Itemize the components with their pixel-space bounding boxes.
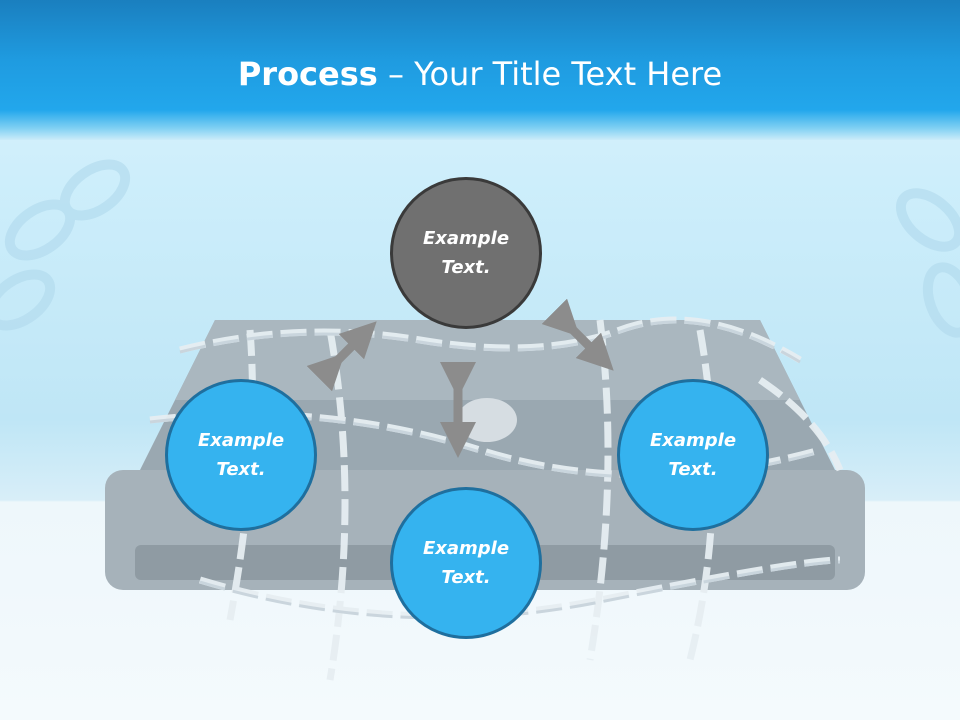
node-top-line1: Example <box>422 228 510 249</box>
node-top-line2: Text. <box>441 257 491 278</box>
node-right-line2: Text. <box>668 459 718 480</box>
node-bottom-line2: Text. <box>441 567 491 588</box>
title-bar <box>0 0 960 140</box>
node-left-line1: Example <box>197 430 285 451</box>
node-left-line2: Text. <box>216 459 266 480</box>
title-separator: – <box>377 55 415 93</box>
title-bold: Process <box>237 55 378 93</box>
arrow-top-right <box>541 298 614 371</box>
arrow-top-left <box>306 321 377 392</box>
node-bottom-line1: Example <box>422 538 510 559</box>
slide-title: Process – Your Title Text Here <box>0 52 960 96</box>
title-text: Your Title Text Here <box>414 55 723 93</box>
node-right-line1: Example <box>649 430 737 451</box>
